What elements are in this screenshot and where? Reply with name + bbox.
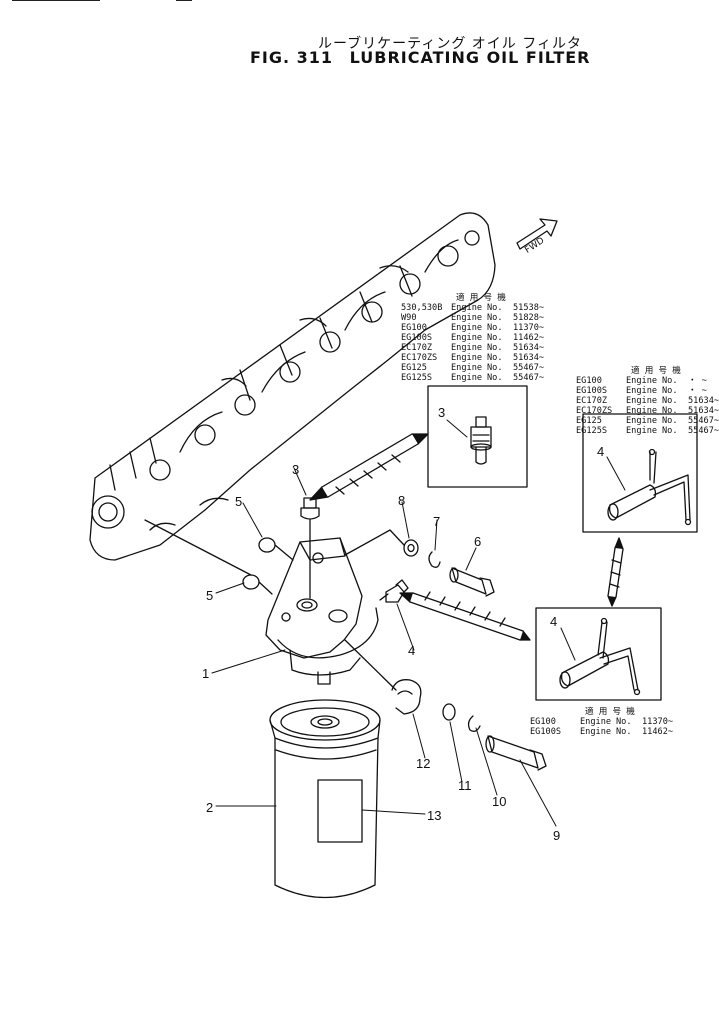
callout-8: 8	[398, 493, 405, 508]
figure-number: FIG. 311	[250, 48, 334, 67]
fwd-label: FWD	[523, 236, 546, 256]
leader-lines	[211, 419, 626, 827]
filter-head	[265, 537, 379, 685]
callout-1: 1	[202, 666, 209, 681]
o-rings-part-5	[144, 519, 294, 595]
callout-2: 2	[206, 800, 213, 815]
callout-5-upper: 5	[235, 494, 242, 509]
callout-11: 11	[458, 778, 472, 793]
inset-box-pipe-upper	[582, 413, 698, 533]
figure-name: LUBRICATING OIL FILTER	[349, 48, 591, 67]
filter-cartridge	[269, 699, 381, 899]
callout-4: 4	[408, 643, 415, 658]
callout-numbers: 1 2 3 3 4 4 4 5 5 6 7 8 9 10 11 12 13	[202, 405, 604, 843]
callout-4-inset-lower: 4	[550, 614, 557, 629]
callout-3: 3	[292, 462, 299, 477]
figure-title: FIG. 311 LUBRICATING OIL FILTER	[250, 48, 600, 67]
callout-3-inset: 3	[438, 405, 445, 420]
title-japanese: ルーブリケーティング オイル フィルタ	[318, 36, 582, 52]
inset-box-pipe-lower	[535, 607, 662, 701]
fitting-part-3	[300, 497, 320, 599]
top-rule-left	[12, 0, 100, 1]
leader-arrows	[309, 433, 624, 641]
inset-box-fitting	[427, 385, 528, 488]
callout-4-inset-upper: 4	[597, 444, 604, 459]
callout-10: 10	[492, 794, 506, 809]
callout-12: 12	[416, 756, 430, 771]
fitting-part-4	[379, 579, 409, 603]
top-rule-right	[176, 0, 192, 1]
table-header: 適 用 号 機	[631, 366, 681, 376]
table-header: 適 用 号 機	[585, 707, 635, 717]
callout-9: 9	[553, 828, 560, 843]
callout-6: 6	[474, 534, 481, 549]
bolt-set-lower	[344, 639, 547, 771]
engine-block	[89, 212, 496, 561]
callout-7: 7	[433, 514, 440, 529]
fwd-arrow-icon	[516, 218, 558, 250]
callout-13: 13	[427, 808, 441, 823]
bolt-set-upper	[344, 529, 495, 597]
callout-5-lower: 5	[206, 588, 213, 603]
